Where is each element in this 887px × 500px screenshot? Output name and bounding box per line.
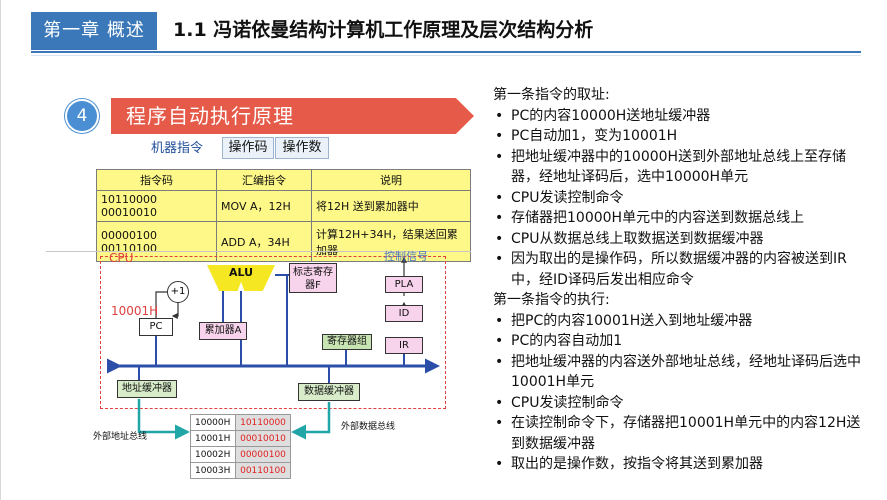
opcode-field: 操作码	[222, 137, 274, 159]
table-header-cell: 汇编指令	[216, 169, 312, 191]
accumulator: 累加器A	[199, 322, 247, 340]
table-cell: MOV A，12H	[216, 190, 312, 222]
memory-value: 10110000	[235, 414, 291, 431]
header-rule	[31, 51, 861, 53]
instruction-decoder: ID	[385, 305, 423, 322]
instruction-format-label: 机器指令	[151, 141, 204, 156]
list-item: 因为取出的是操作码，所以数据缓冲器的内容被送到IR中，经ID译码后发出相应命令	[493, 249, 873, 290]
pla-unit: PLA	[385, 276, 423, 293]
memory-table: 10000H 10110000 10001H 00010010 10002H 0…	[190, 414, 291, 479]
memory-address: 10002H	[190, 446, 236, 463]
list-item: PC的内容自动加1	[493, 331, 873, 352]
divider-line	[46, 251, 471, 252]
explanation-panel: 第一条指令的取址: PC的内容10000H送地址缓冲器 PC自动加1，变为100…	[493, 85, 873, 475]
section-banner	[111, 98, 474, 134]
list-item: PC的内容10000H送地址缓冲器	[493, 106, 873, 127]
section-title: 程序自动执行原理	[126, 104, 294, 128]
list-item: 取出的是操作数，按指令将其送到累加器	[493, 454, 873, 475]
exec-heading: 第一条指令的执行:	[493, 292, 610, 308]
page-title: 1.1 冯诺依曼结构计算机工作原理及层次结构分析	[173, 19, 594, 41]
memory-address: 10001H	[190, 430, 236, 447]
table-header-row: 指令码 汇编指令 说明	[96, 169, 471, 191]
list-item: 把地址缓冲器的内容送外部地址总线，经地址译码后选中10001H单元	[493, 352, 873, 393]
external-data-bus-label: 外部数据总线	[341, 422, 396, 432]
register-file: 寄存器组	[322, 334, 372, 350]
table-cell: 计算12H+34H，结果送回累加器	[311, 221, 471, 262]
memory-row: 10002H 00000100	[190, 446, 291, 463]
list-item: 把地址缓冲器中的10000H送到外部地址总线上至存储器，经地址译码后，选中100…	[493, 147, 873, 188]
pc-increment-out	[171, 303, 179, 319]
cpu-boundary	[100, 256, 446, 409]
flags-register: 标志寄存器F	[289, 263, 337, 293]
list-item: PC自动加1，变为10001H	[493, 126, 873, 147]
increment-unit: +1	[167, 281, 189, 303]
fetch-steps: PC的内容10000H送地址缓冲器 PC自动加1，变为10001H 把地址缓冲器…	[493, 106, 873, 291]
address-buffer: 地址缓冲器	[117, 380, 177, 398]
fetch-heading: 第一条指令的取址:	[493, 87, 610, 103]
pc-increment-in	[155, 291, 167, 318]
external-address-wire	[137, 399, 190, 440]
list-item: CPU发读控制命令	[493, 188, 873, 209]
instruction-table: 指令码 汇编指令 说明 10110000 00010010 MOV A，12H …	[96, 169, 471, 262]
table-row: 00000100 00110100 ADD A，34H 计算12H+34H，结果…	[96, 221, 471, 262]
operand-field: 操作数	[275, 137, 329, 159]
pc-value-label: 10001H	[111, 304, 159, 318]
table-header-cell: 说明	[311, 169, 471, 191]
memory-address: 10000H	[190, 414, 236, 431]
list-item: CPU发读控制命令	[493, 393, 873, 414]
cpu-label: CPU	[109, 251, 134, 265]
external-address-bus-label: 外部地址总线	[93, 432, 148, 442]
memory-value: 00110100	[235, 462, 291, 479]
external-data-wire	[291, 402, 331, 440]
control-signal-label: 控制信号	[384, 250, 428, 263]
table-cell: ADD A，34H	[216, 221, 312, 262]
memory-value: 00000100	[235, 446, 291, 463]
data-buffer: 数据缓冲器	[298, 383, 360, 401]
list-item: CPU从数据总线上取数据送到数据缓冲器	[493, 229, 873, 250]
instruction-register: IR	[385, 337, 423, 354]
section-number-badge: 4	[65, 99, 99, 133]
exec-steps: 把PC的内容10001H送入到地址缓冲器 PC的内容自动加1 把地址缓冲器的内容…	[493, 311, 873, 475]
list-item: 存储器把10000H单元中的内容送到数据总线上	[493, 208, 873, 229]
program-counter: PC	[139, 318, 173, 336]
header-rule-thin	[31, 55, 861, 56]
list-item: 把PC的内容10001H送入到地址缓冲器	[493, 311, 873, 332]
table-cell: 10110000 00010010	[96, 190, 217, 222]
memory-row: 10000H 10110000	[190, 414, 291, 431]
chapter-tab: 第一章 概述	[31, 12, 157, 50]
memory-value: 00010010	[235, 430, 291, 447]
memory-address: 10003H	[190, 462, 236, 479]
memory-row: 10001H 00010010	[190, 430, 291, 447]
alu-label: ALU	[228, 266, 254, 279]
memory-row: 10003H 00110100	[190, 462, 291, 479]
list-item: 在读控制命令下，存储器把10001H单元中的内容12H送到数据缓冲器	[493, 413, 873, 454]
